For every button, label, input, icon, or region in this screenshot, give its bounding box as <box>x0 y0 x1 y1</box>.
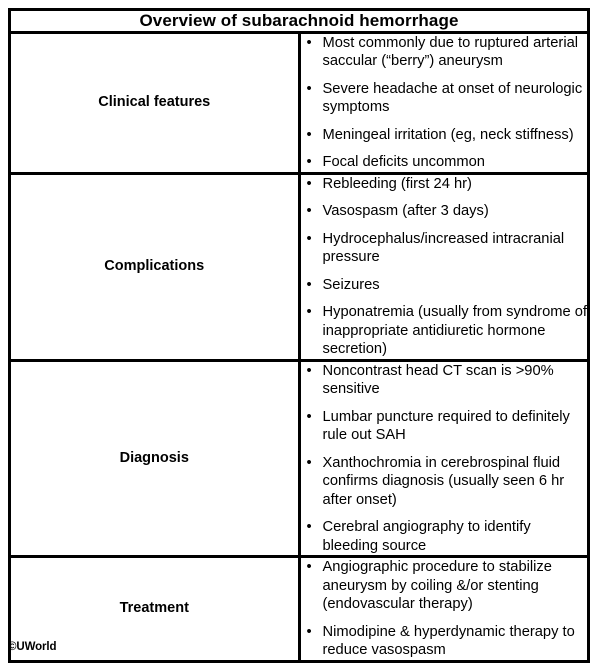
bullet-icon: • <box>306 304 312 321</box>
bullet-icon: • <box>306 454 312 471</box>
page-title: Overview of subarachnoid hemorrhage <box>8 8 590 34</box>
list-item-text: Severe headache at onset of neurologic s… <box>322 80 583 116</box>
bullet-icon: • <box>306 408 312 425</box>
table-body: Overview of subarachnoid hemorrhage Clin… <box>8 8 590 663</box>
list-item-text: Cerebral angiography to identify bleedin… <box>322 519 531 554</box>
list-item: • Focal deficits uncommon <box>301 153 588 172</box>
bullet-icon: • <box>306 126 312 143</box>
table-row: Treatment • Angiographic procedure to st… <box>8 555 590 663</box>
bullet-icon: • <box>306 362 312 379</box>
bullet-icon: • <box>306 276 312 293</box>
list-item-text: Lumbar puncture required to definitely r… <box>322 408 570 444</box>
row-label-diagnosis: Diagnosis <box>8 358 301 559</box>
bullet-icon: • <box>306 34 312 51</box>
bullet-icon: • <box>306 80 312 97</box>
list-item-text: Focal deficits uncommon <box>322 154 485 171</box>
bullet-list: • Noncontrast head CT scan is >90% sensi… <box>301 362 588 556</box>
bullet-list: • Rebleeding (first 24 hr) • Vasospasm (… <box>301 175 588 359</box>
bullet-icon: • <box>306 623 312 640</box>
row-content-complications: • Rebleeding (first 24 hr) • Vasospasm (… <box>297 171 590 362</box>
list-item-text: Meningeal irritation (eg, neck stiffness… <box>322 126 574 143</box>
bullet-list: • Angiographic procedure to stabilize an… <box>301 558 588 660</box>
list-item: • Severe headache at onset of neurologic… <box>301 80 588 117</box>
row-content-treatment: • Angiographic procedure to stabilize an… <box>297 555 590 663</box>
bullet-list: • Most commonly due to ruptured arterial… <box>301 34 588 172</box>
row-label-clinical-features: Clinical features <box>8 30 301 175</box>
table-row: Complications • Rebleeding (first 24 hr)… <box>8 171 590 362</box>
list-item-text: Noncontrast head CT scan is >90% sensiti… <box>322 362 554 398</box>
row-label-treatment: Treatment <box>8 555 301 663</box>
list-item: • Rebleeding (first 24 hr) <box>301 175 588 194</box>
list-item: • Angiographic procedure to stabilize an… <box>301 558 588 614</box>
list-item-text: Nimodipine & hyperdynamic therapy to red… <box>322 623 575 659</box>
list-item-text: Seizures <box>322 276 380 293</box>
list-item-text: Hydrocephalus/increased intracranial pre… <box>322 230 565 266</box>
bullet-icon: • <box>306 230 312 247</box>
list-item-text: Vasospasm (after 3 days) <box>322 203 489 220</box>
list-item-text: Hyponatremia (usually from syndrome of i… <box>322 304 587 358</box>
list-item: • Cerebral angiography to identify bleed… <box>301 518 588 555</box>
list-item: • Hydrocephalus/increased intracranial p… <box>301 230 588 267</box>
list-item-text: Xanthochromia in cerebrospinal fluid con… <box>322 454 565 508</box>
bullet-icon: • <box>306 175 312 192</box>
list-item-text: Most commonly due to ruptured arterial s… <box>322 34 579 70</box>
copyright-notice: ©UWorld <box>8 641 57 653</box>
list-item: • Hyponatremia (usually from syndrome of… <box>301 303 588 359</box>
list-item: • Seizures <box>301 276 588 295</box>
bullet-icon: • <box>306 203 312 220</box>
list-item: • Noncontrast head CT scan is >90% sensi… <box>301 362 588 399</box>
bullet-icon: • <box>306 559 312 576</box>
list-item: • Most commonly due to ruptured arterial… <box>301 34 588 71</box>
row-content-clinical-features: • Most commonly due to ruptured arterial… <box>297 30 590 175</box>
row-content-diagnosis: • Noncontrast head CT scan is >90% sensi… <box>297 358 590 559</box>
table-row: Clinical features • Most commonly due to… <box>8 30 590 175</box>
sah-overview-table-wrapper: Overview of subarachnoid hemorrhage Clin… <box>8 8 590 663</box>
table-title-row: Overview of subarachnoid hemorrhage <box>8 8 590 34</box>
list-item: • Meningeal irritation (eg, neck stiffne… <box>301 126 588 145</box>
list-item-text: Rebleeding (first 24 hr) <box>322 175 472 192</box>
list-item: • Vasospasm (after 3 days) <box>301 202 588 221</box>
bullet-icon: • <box>306 154 312 171</box>
row-label-complications: Complications <box>8 171 301 362</box>
table-row: Diagnosis • Noncontrast head CT scan is … <box>8 358 590 559</box>
list-item-text: Angiographic procedure to stabilize aneu… <box>322 559 552 613</box>
list-item: • Xanthochromia in cerebrospinal fluid c… <box>301 454 588 510</box>
bullet-icon: • <box>306 519 312 536</box>
list-item: • Lumbar puncture required to definitely… <box>301 408 588 445</box>
list-item: • Nimodipine & hyperdynamic therapy to r… <box>301 623 588 660</box>
sah-overview-table: Overview of subarachnoid hemorrhage Clin… <box>8 8 590 663</box>
